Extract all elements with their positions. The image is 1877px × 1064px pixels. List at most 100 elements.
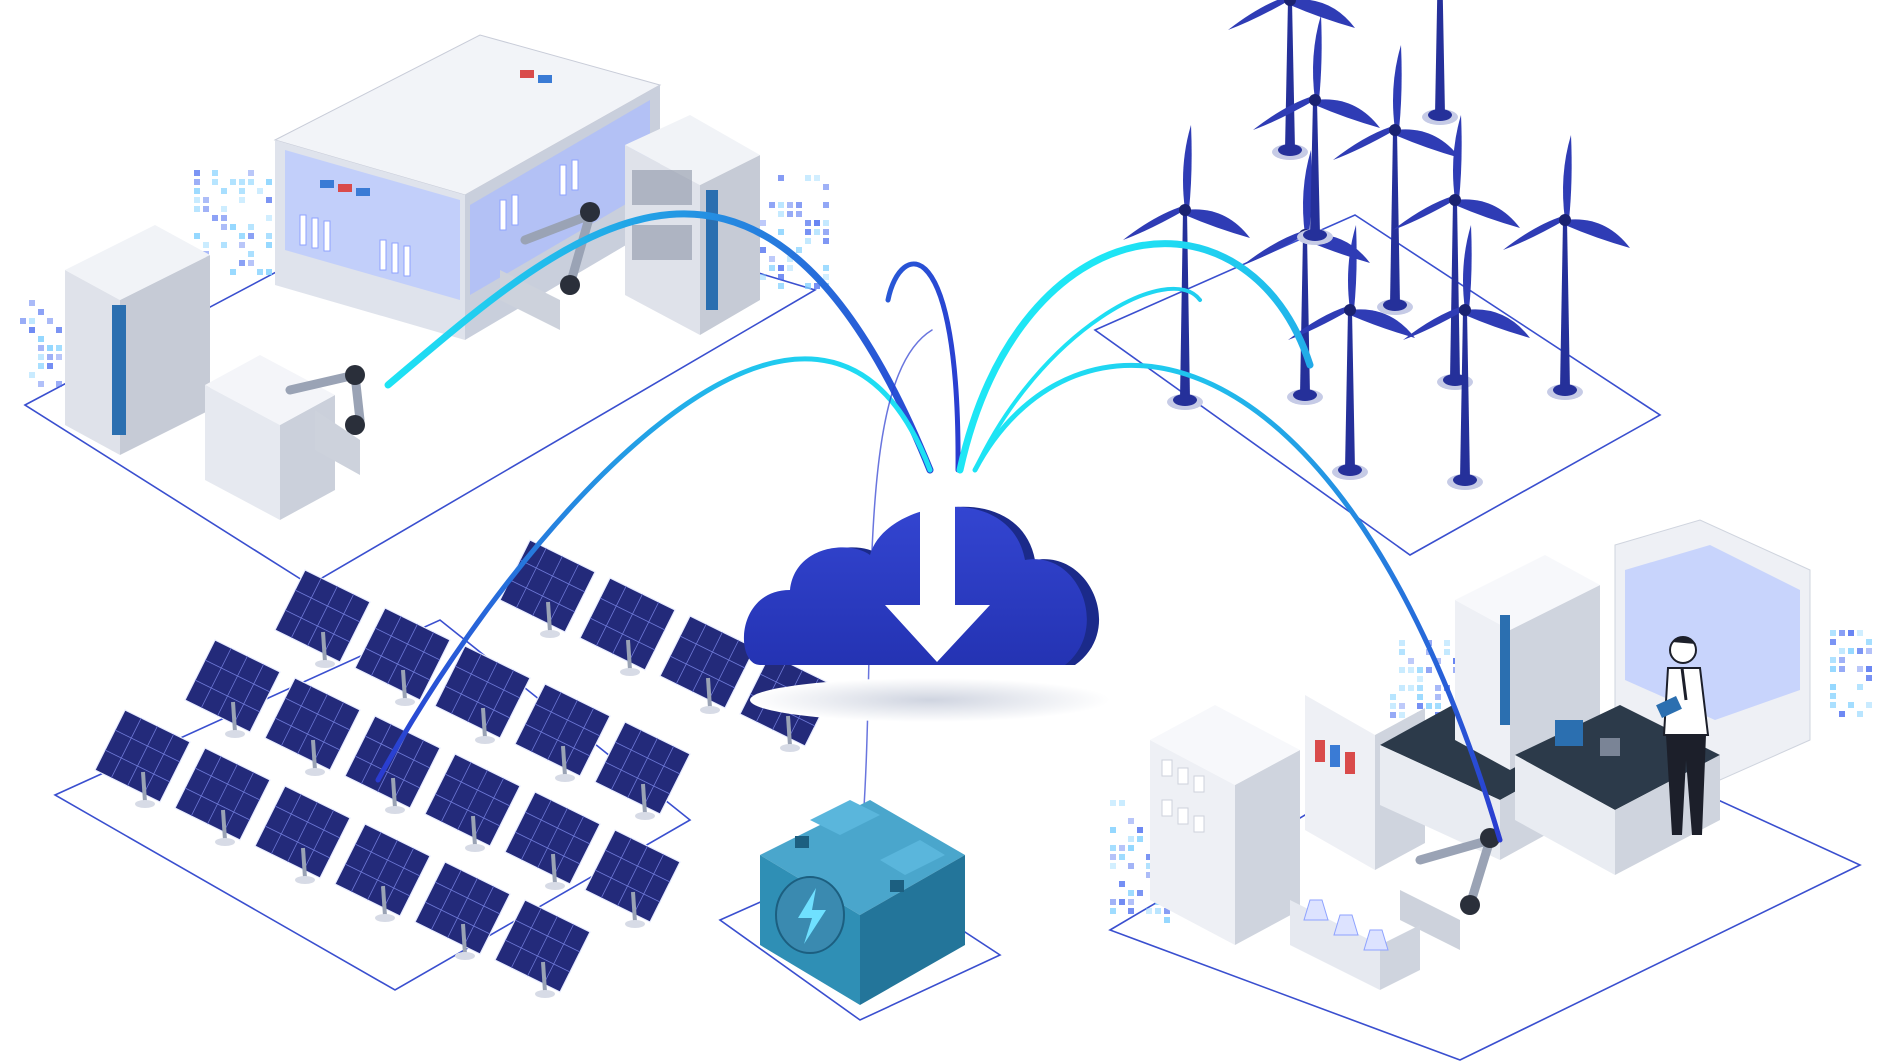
solar-panel <box>594 721 691 820</box>
pixel-square <box>47 345 53 351</box>
pixel-square <box>1830 666 1836 672</box>
arc-wind-farm <box>956 240 1314 474</box>
lightning-bolt-icon <box>798 888 826 944</box>
pixel-square <box>1857 684 1863 690</box>
pixel-square <box>1399 667 1405 673</box>
pixel-square <box>1110 854 1116 860</box>
pixel-square <box>1128 836 1134 842</box>
pixel-square <box>1417 667 1423 673</box>
pixel-square <box>1839 711 1845 717</box>
pixel-square <box>1128 908 1134 914</box>
pixel-square <box>221 206 227 212</box>
pixel-square <box>1408 685 1414 691</box>
pixel-square <box>778 283 784 289</box>
pixel-square <box>248 224 254 230</box>
pixel-square <box>38 309 44 315</box>
pixel-square <box>1435 685 1441 691</box>
pixel-square <box>787 202 793 208</box>
pixel-square <box>1839 657 1845 663</box>
wind-farm-platform <box>1093 214 1662 556</box>
pixel-square <box>221 224 227 230</box>
solar-panel <box>344 715 441 814</box>
pixel-square <box>29 318 35 324</box>
pixel-square <box>1839 648 1845 654</box>
pixel-square <box>1128 845 1134 851</box>
server-cabinet-left-front <box>65 270 120 455</box>
pixel-square <box>29 372 35 378</box>
pixel-square <box>1137 827 1143 833</box>
pixel-square <box>20 318 26 324</box>
pixel-square <box>796 211 802 217</box>
wind-turbine <box>1333 45 1460 315</box>
pixel-square <box>38 336 44 342</box>
solar-panel <box>94 709 191 808</box>
solar-panel <box>424 753 521 852</box>
pixel-square <box>248 170 254 176</box>
pixel-square <box>1830 693 1836 699</box>
pixel-square <box>778 175 784 181</box>
pixel-square <box>1435 694 1441 700</box>
arc-wind-farm-2 <box>973 286 1202 472</box>
lab-cart <box>205 385 280 520</box>
pixel-square <box>266 242 272 248</box>
pixel-square <box>1848 630 1854 636</box>
pixel-square <box>778 274 784 280</box>
pixel-square <box>823 184 829 190</box>
pixel-square <box>56 354 62 360</box>
pixel-square <box>1146 854 1152 860</box>
pixel-square <box>47 354 53 360</box>
pixel-square <box>1128 863 1134 869</box>
pixel-square <box>47 318 53 324</box>
pixel-square <box>1390 703 1396 709</box>
solar-farm-platform <box>53 619 692 991</box>
pixel-square <box>805 229 811 235</box>
pixel-square <box>1830 702 1836 708</box>
pixel-square <box>787 265 793 271</box>
pixel-square <box>1119 854 1125 860</box>
pixel-square <box>1119 800 1125 806</box>
solar-panel <box>274 569 371 668</box>
pixel-square <box>760 247 766 253</box>
pixel-square <box>823 220 829 226</box>
pixel-square <box>1417 694 1423 700</box>
pixel-square <box>56 327 62 333</box>
wind-turbine <box>1228 0 1355 160</box>
cloud-download-icon <box>743 506 1087 665</box>
pixel-square <box>239 179 245 185</box>
pixel-square <box>1866 666 1872 672</box>
pixel-square <box>778 229 784 235</box>
pixel-square <box>769 202 775 208</box>
pixel-square <box>1857 711 1863 717</box>
solar-panel <box>584 829 681 928</box>
pixel-square <box>248 251 254 257</box>
pixel-square <box>1119 881 1125 887</box>
pixel-square <box>805 283 811 289</box>
wind-turbine <box>1253 15 1380 245</box>
pixel-square <box>1110 908 1116 914</box>
pixel-square <box>1857 648 1863 654</box>
solar-panel <box>659 615 756 714</box>
solar-panel <box>414 861 511 960</box>
pixel-square <box>760 220 766 226</box>
pixel-square <box>230 179 236 185</box>
pixel-square <box>266 233 272 239</box>
solar-panel <box>579 577 676 676</box>
pixel-square <box>221 188 227 194</box>
pixel-square <box>1830 684 1836 690</box>
pixel-square <box>796 247 802 253</box>
connection-arcs <box>375 210 1503 861</box>
pixel-square <box>1866 675 1872 681</box>
pixel-square <box>823 202 829 208</box>
pixel-square <box>239 233 245 239</box>
pixel-square <box>796 202 802 208</box>
pixel-square <box>38 354 44 360</box>
pixel-square <box>1128 818 1134 824</box>
solar-panel <box>334 823 431 922</box>
pixel-square <box>212 170 218 176</box>
pixel-square <box>1399 640 1405 646</box>
pixel-square <box>1399 712 1405 718</box>
pixel-square <box>266 269 272 275</box>
pixel-square <box>1408 658 1414 664</box>
pixel-square <box>38 363 44 369</box>
